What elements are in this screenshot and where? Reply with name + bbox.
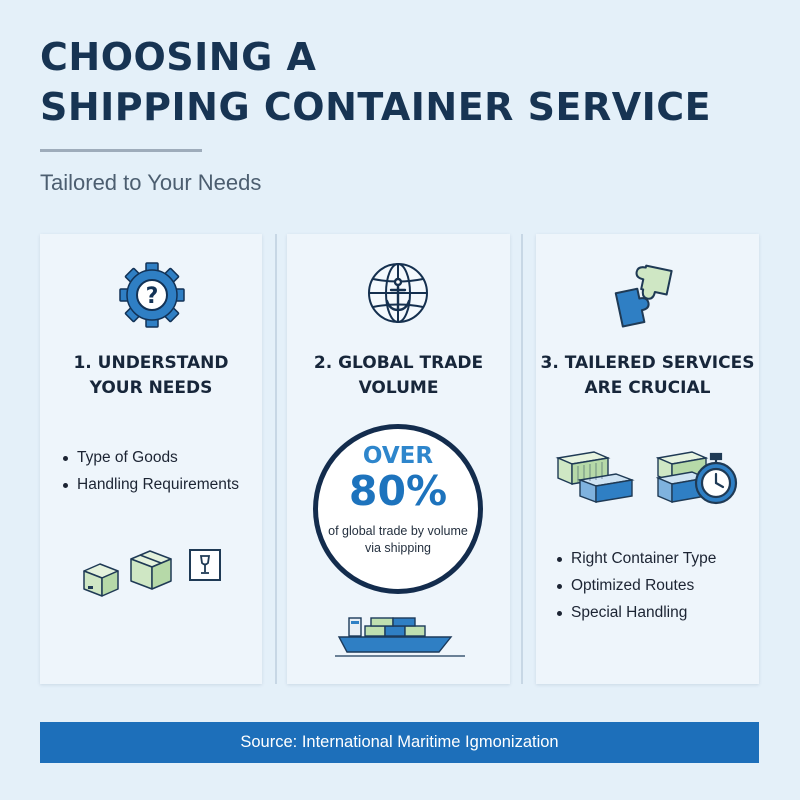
stat-description: of global trade by volume via shipping — [318, 523, 478, 557]
gear-question-icon: ? — [119, 262, 185, 328]
stat-prefix: OVER — [362, 443, 434, 469]
stat-circle: OVER 80% of global trade by volume via s… — [313, 424, 483, 594]
source-banner: Source: International Maritime Igmonizat… — [40, 722, 759, 763]
list-item: Special Handling — [557, 599, 716, 626]
stat-value: 80% — [348, 467, 448, 515]
puzzle-icon — [614, 264, 673, 328]
step-1-heading: 1. UNDERSTAND YOUR NEEDS — [40, 351, 262, 401]
list-item: Right Container Type — [557, 545, 716, 572]
title-line-1: CHOOSING A — [40, 35, 317, 79]
page-subtitle: Tailored to Your Needs — [40, 170, 262, 195]
panel-divider — [521, 234, 523, 684]
step-2-heading: 2. GLOBAL TRADE VOLUME — [287, 351, 510, 401]
step-2-heading-line2: VOLUME — [358, 378, 439, 398]
globe-anchor-icon — [368, 263, 428, 323]
list-item: Type of Goods — [63, 444, 239, 471]
step-3-heading-line2: ARE CRUCIAL — [584, 378, 711, 398]
fragile-sign-icon — [189, 549, 221, 581]
stat-description-line2: via shipping — [364, 541, 431, 555]
page-title: CHOOSING A SHIPPING CONTAINER SERVICE — [40, 32, 711, 132]
stopwatch-icon — [656, 451, 738, 505]
step-3-heading-line1: 3. TAILERED SERVICES — [540, 353, 755, 373]
title-line-2: SHIPPING CONTAINER SERVICE — [40, 85, 712, 129]
panel-tailored-services: 3. TAILERED SERVICES ARE CRUCIAL — [536, 234, 759, 684]
step-1-heading-line1: 1. UNDERSTAND — [73, 353, 229, 373]
box-icon — [130, 550, 172, 590]
title-divider — [40, 149, 202, 152]
cargo-ship-icon — [335, 617, 465, 657]
panel-divider — [275, 234, 277, 684]
stat-description-line1: of global trade by volume — [328, 524, 468, 538]
step-2-heading-line1: 2. GLOBAL TRADE — [313, 353, 484, 373]
box-icon — [83, 563, 119, 597]
containers-icon — [555, 451, 635, 504]
step-1-heading-line2: YOUR NEEDS — [89, 378, 213, 398]
step-3-heading: 3. TAILERED SERVICES ARE CRUCIAL — [536, 351, 759, 401]
svg-text:?: ? — [146, 284, 159, 309]
services-list: Right Container Type Optimized Routes Sp… — [557, 545, 716, 626]
list-item: Handling Requirements — [63, 471, 239, 498]
panel-global-trade: 2. GLOBAL TRADE VOLUME OVER 80% of globa… — [287, 234, 510, 684]
needs-list: Type of Goods Handling Requirements — [63, 444, 239, 498]
list-item: Optimized Routes — [557, 572, 716, 599]
panel-understand-needs: ? 1. UNDERSTAND YOUR NEEDS Type of Goods… — [40, 234, 262, 684]
